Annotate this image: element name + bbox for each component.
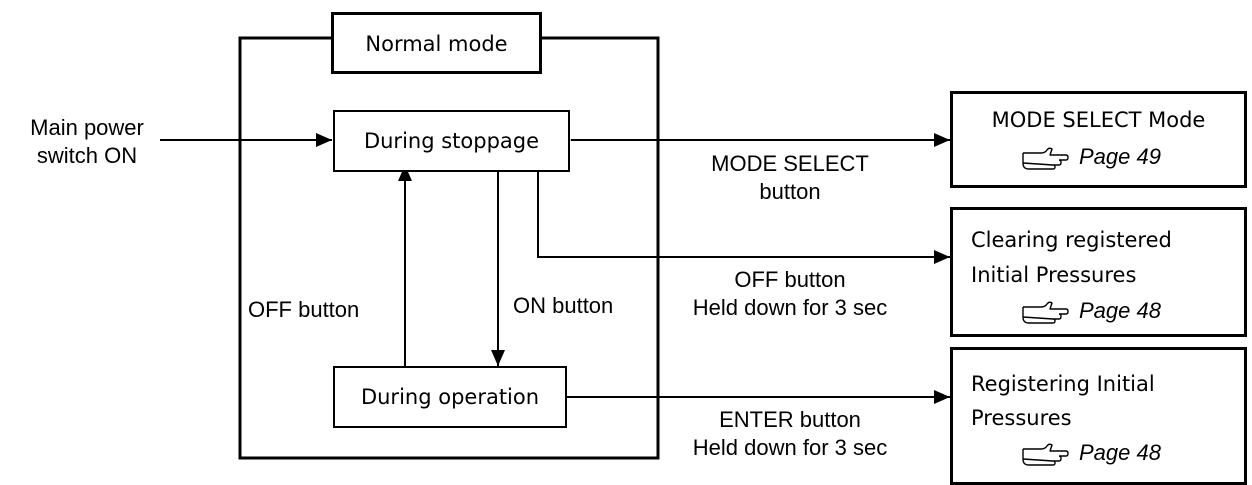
mode-select-mode-box: MODE SELECT Mode Page 49 <box>950 91 1247 188</box>
mode-select-transition-label: MODE SELECT button <box>660 150 920 206</box>
during-operation-state: During operation <box>333 366 567 428</box>
registering-page-text: Page 48 <box>1079 440 1161 465</box>
pointing-hand-icon <box>1022 301 1069 324</box>
normal-mode-title-box: Normal mode <box>331 12 542 74</box>
pointing-hand-icon <box>1022 443 1069 466</box>
main-power-line2: switch ON <box>36 143 138 168</box>
on-button-label: ON button <box>513 293 614 318</box>
off-button-label: OFF button <box>248 297 360 322</box>
clearing-title-line1: Clearing registered <box>971 228 1172 252</box>
clear-line2: Held down for 3 sec <box>692 295 888 320</box>
clear-arrow <box>537 172 950 264</box>
normal-mode-title: Normal mode <box>365 32 508 56</box>
mode-select-mode-title: MODE SELECT Mode <box>991 108 1206 132</box>
registering-page-ref: Page 48 <box>1021 440 1161 466</box>
during-stoppage-state: During stoppage <box>333 110 570 172</box>
main-power-line1: Main power <box>30 115 144 140</box>
registering-title-line2: Pressures <box>971 406 1072 430</box>
mode-select-line1: MODE SELECT <box>711 151 869 176</box>
during-operation-label: During operation <box>360 385 540 409</box>
register-transition-label: ENTER button Held down for 3 sec <box>660 406 920 462</box>
mode-select-line2: button <box>759 179 821 204</box>
mode-select-page-ref: Page 49 <box>1021 144 1161 170</box>
pointing-hand-icon <box>1022 147 1069 170</box>
register-line2: Held down for 3 sec <box>692 435 888 460</box>
clearing-page-ref: Page 48 <box>1021 298 1161 324</box>
clear-line1: OFF button <box>734 267 846 292</box>
mode-select-page-text: Page 49 <box>1079 144 1161 169</box>
clearing-registered-box: Clearing registered Initial Pressures Pa… <box>950 207 1247 337</box>
main-power-label: Main power switch ON <box>4 114 170 170</box>
during-stoppage-label: During stoppage <box>363 129 540 153</box>
registering-initial-box: Registering Initial Pressures Page 48 <box>950 347 1247 485</box>
clearing-title-line2: Initial Pressures <box>971 263 1137 287</box>
clearing-page-text: Page 48 <box>1079 298 1161 323</box>
register-line1: ENTER button <box>719 407 861 432</box>
clear-transition-label: OFF button Held down for 3 sec <box>660 266 920 322</box>
registering-title-line1: Registering Initial <box>971 372 1155 396</box>
